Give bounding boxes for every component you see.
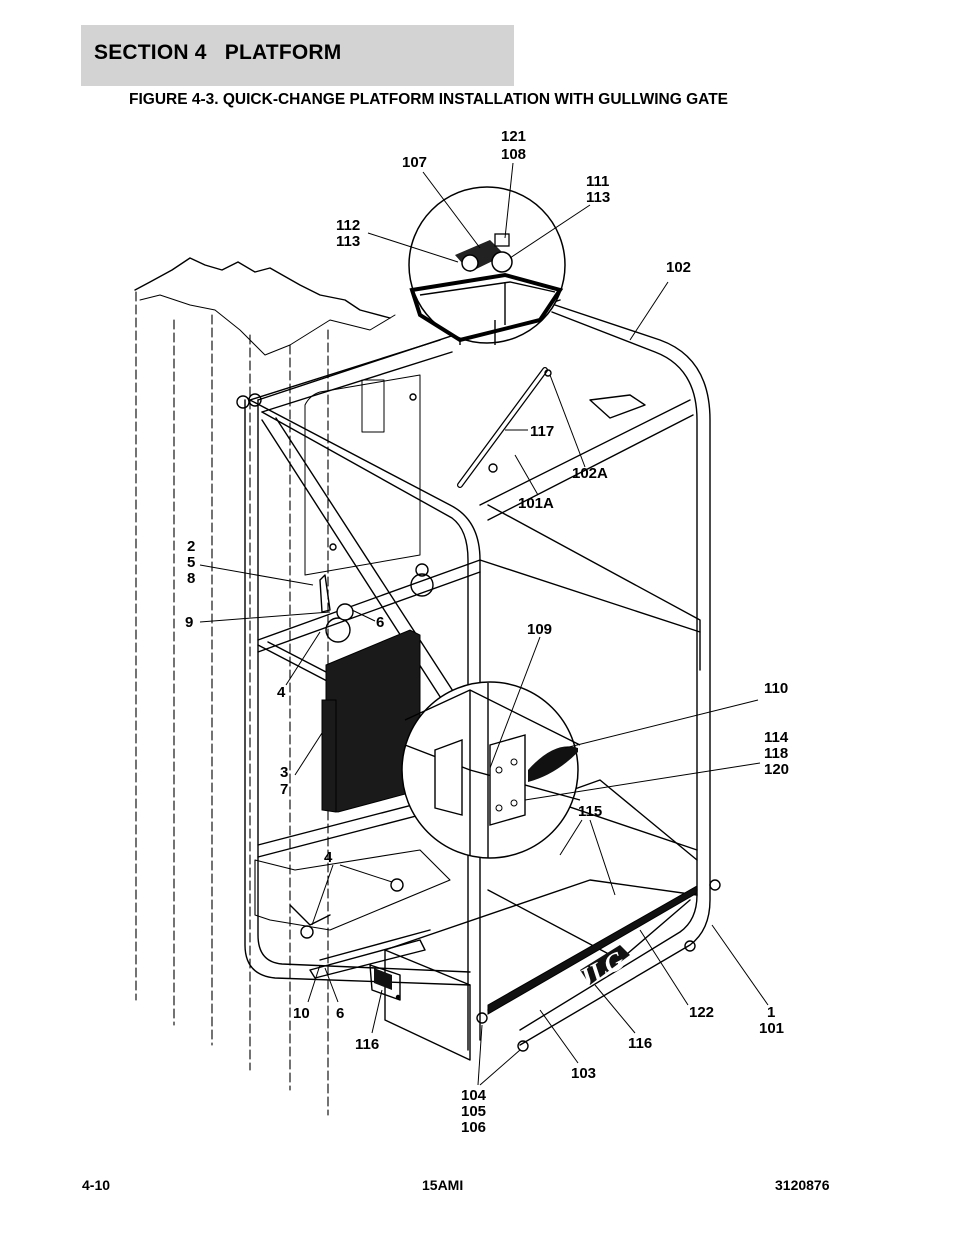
callout-8: 8 [187,570,195,587]
platform-back-frame [244,399,471,986]
mast-outline [134,257,391,319]
callout-2: 2 [187,538,195,555]
tray-front [384,949,471,1061]
callout-102: 102 [666,259,691,276]
callout-110: 110 [764,680,788,697]
callout-115: 115 [578,803,602,820]
section-title: SECTION 4 PLATFORM [94,41,342,64]
callout-104: 104 [461,1087,487,1104]
callout-9: 9 [185,614,193,631]
callout-103: 103 [571,1065,596,1082]
callout-113: 113 [586,189,610,206]
decal-stripe [487,885,698,1015]
callout-108: 108 [501,146,526,163]
callout-107: 107 [402,154,427,171]
callout-112: 112 [336,217,360,234]
callout-117: 117 [530,423,554,440]
callout-106: 106 [461,1119,486,1136]
callout-116: 116 [628,1035,652,1052]
callout-4: 4 [324,849,333,866]
callout-111: 111 [586,173,609,190]
callout-114: 114 [764,729,789,746]
callout-1: 1 [767,1004,775,1021]
callout-6: 6 [376,614,384,631]
callout-5: 5 [187,554,195,571]
callout-121: 121 [501,128,526,145]
callout-109: 109 [527,621,552,638]
section-header-band: SECTION 4 PLATFORM [81,25,514,86]
callout-4: 4 [277,684,286,701]
callout-120: 120 [764,761,789,778]
callout-3: 3 [280,764,288,781]
callout-6: 6 [336,1005,344,1022]
footer-page-number: 4-10 [82,1177,111,1193]
callout-116: 116 [355,1036,379,1053]
footer-doc-number: 3120876 [775,1177,830,1193]
callout-101A: 101A [518,495,554,512]
callout-102A: 102A [572,465,608,482]
callout-101: 101 [759,1020,784,1037]
platform-side-frame [519,299,711,1046]
detail-circle-top [408,186,566,345]
callout-labels: 121 108 107 111 113 112 113 102 117 102A… [185,128,789,1136]
callout-10: 10 [293,1005,310,1022]
mast-dashed-lines [135,291,329,1116]
callout-122: 122 [689,1004,714,1021]
detail-circle-mid [401,681,581,859]
leader-lines [199,162,769,1086]
callout-105: 105 [461,1103,486,1120]
footer-model: 15AMI [422,1177,464,1193]
callout-7: 7 [280,781,288,798]
callout-113: 113 [336,233,360,250]
callout-118: 118 [764,745,788,762]
figure-title: FIGURE 4-3. QUICK-CHANGE PLATFORM INSTAL… [129,91,729,108]
